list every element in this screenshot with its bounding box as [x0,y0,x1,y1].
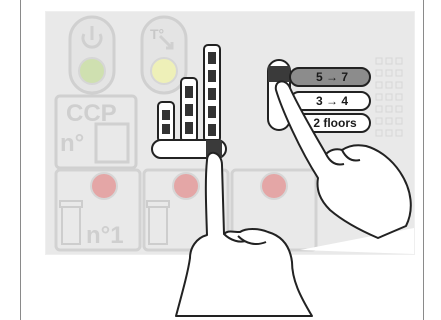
hand-pointer-left [176,153,312,316]
floor-button-2-floors[interactable]: 2 floors [300,116,370,130]
floor-vertical-knob [268,66,290,82]
floor-button-3-4[interactable]: 3 → 4 [296,94,368,108]
floor-button-5-7[interactable]: 5 → 7 [296,70,368,84]
